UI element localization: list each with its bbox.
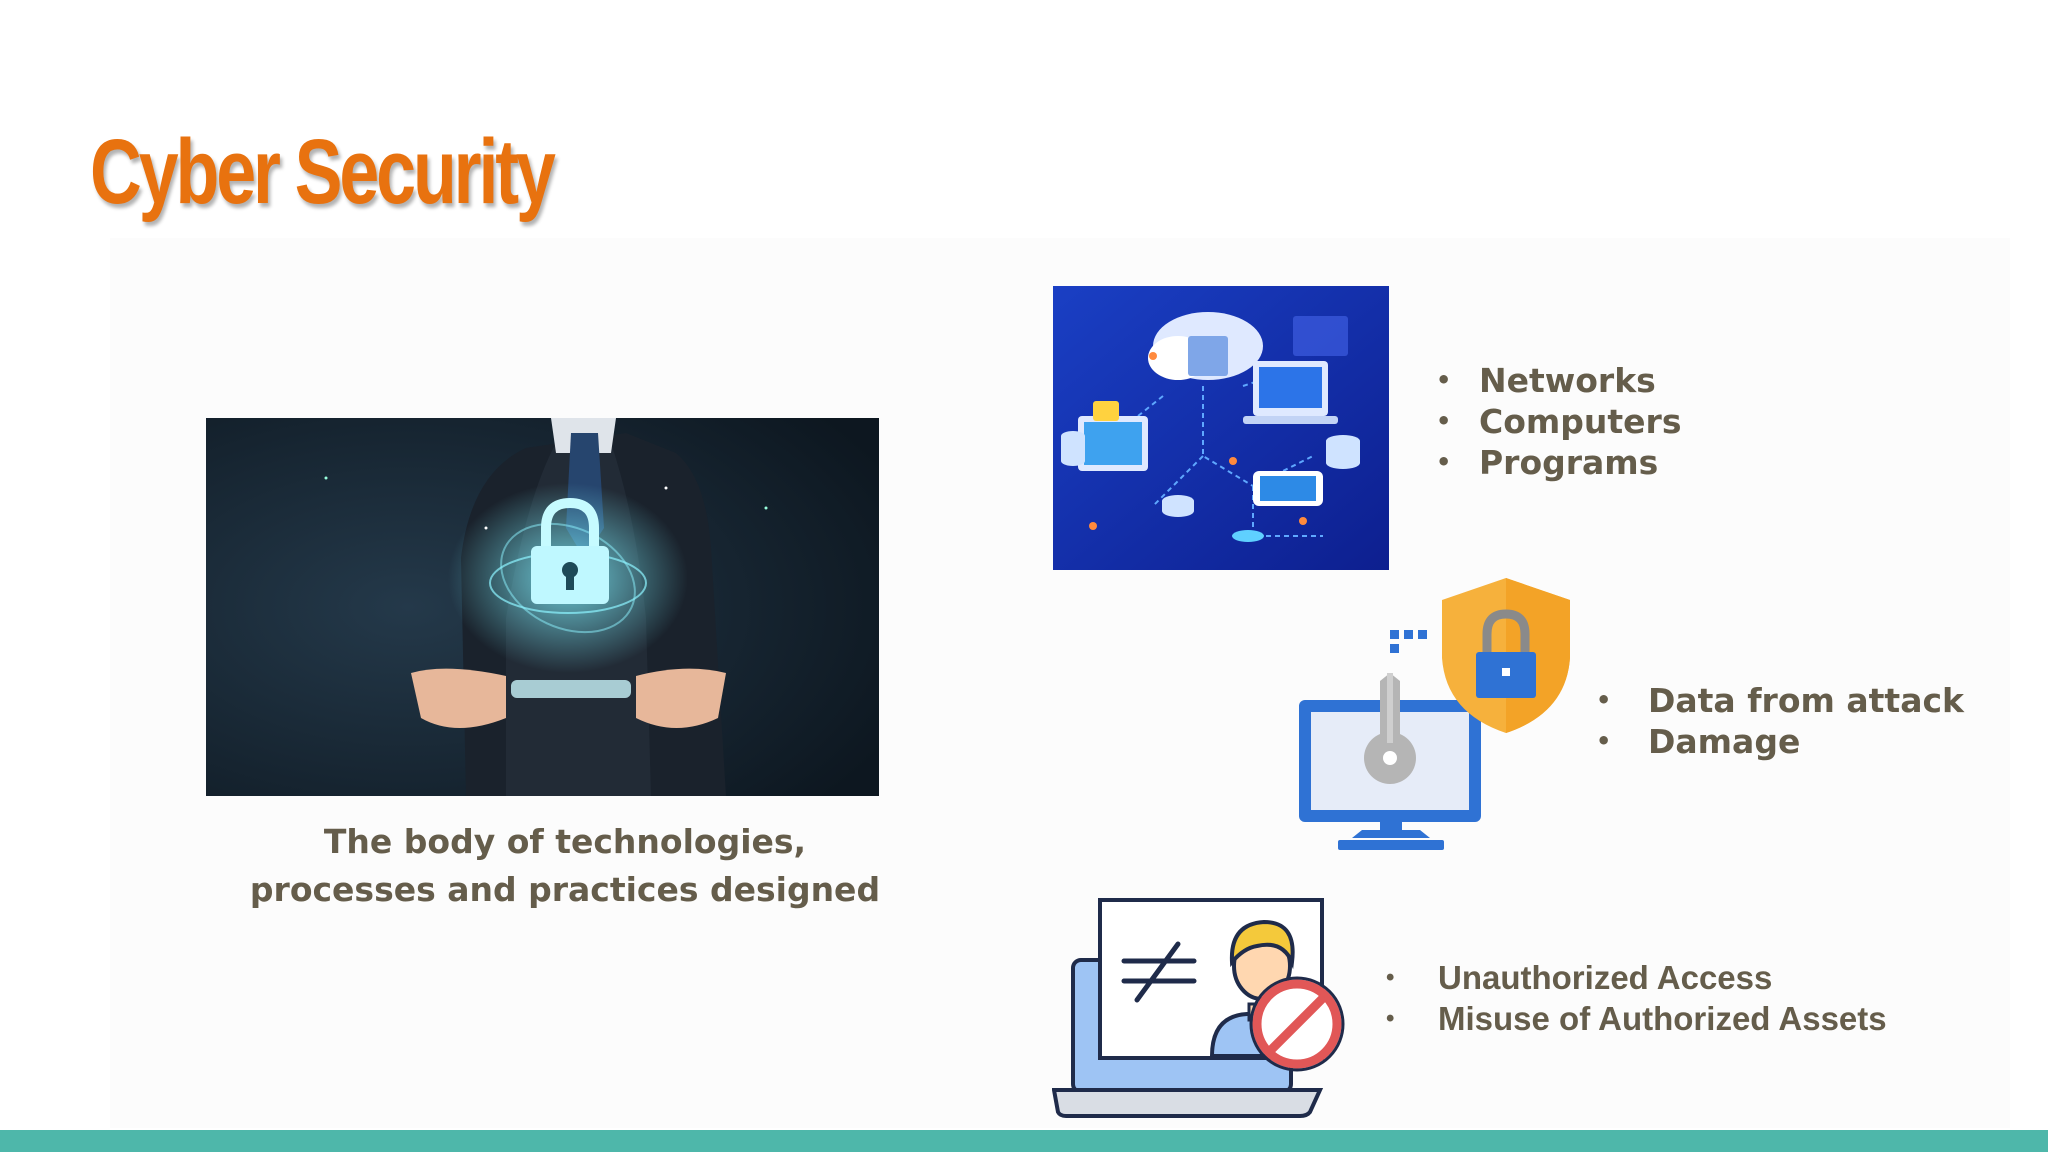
monitor-key-shield-icon [1290, 578, 1575, 853]
bullet-dot-icon: • [1596, 686, 1612, 714]
list-item-label: Data from attack [1648, 681, 1964, 720]
slide-title: Cyber Security [90, 121, 556, 223]
list-item-label: Unauthorized Access [1438, 959, 1773, 996]
list-item: • Programs [1436, 442, 1681, 483]
list-item-label: Damage [1648, 722, 1801, 761]
list-item-label: Computers [1479, 402, 1682, 441]
bullet-dot-icon: • [1436, 366, 1452, 394]
list-item: • Unauthorized Access [1386, 957, 1887, 998]
list-item-label: Misuse of Authorized Assets [1438, 1000, 1887, 1037]
network-cloud-illustration-icon [1053, 286, 1389, 570]
list-item-label: Programs [1479, 443, 1659, 482]
list-item-label: Networks [1479, 361, 1656, 400]
list-item: • Networks [1436, 360, 1681, 401]
list-item: • Damage [1596, 721, 1964, 762]
bullet-dot-icon: • [1386, 964, 1395, 991]
bullet-dot-icon: • [1596, 727, 1612, 755]
padlock-photo-icon [206, 418, 879, 796]
laptop-user-blocked-icon [1052, 894, 1352, 1118]
list-item: • Data from attack [1596, 680, 1964, 721]
bullet-dot-icon: • [1436, 407, 1452, 435]
caption: The body of technologies, processes and … [240, 818, 890, 914]
list-item: • Misuse of Authorized Assets [1386, 998, 1887, 1039]
bullet-list-protect: • Data from attack • Damage [1596, 680, 1964, 762]
footer-accent-bar [0, 1130, 2048, 1152]
bullet-dot-icon: • [1436, 448, 1452, 476]
bullet-dot-icon: • [1386, 1005, 1395, 1032]
caption-line: processes and practices designed [249, 870, 881, 909]
bullet-list-scope: • Networks • Computers • Programs [1436, 360, 1681, 483]
caption-line: The body of technologies, [323, 822, 807, 861]
bullet-list-threats: • Unauthorized Access • Misuse of Authoriz… [1386, 957, 1887, 1039]
list-item: • Computers [1436, 401, 1681, 442]
